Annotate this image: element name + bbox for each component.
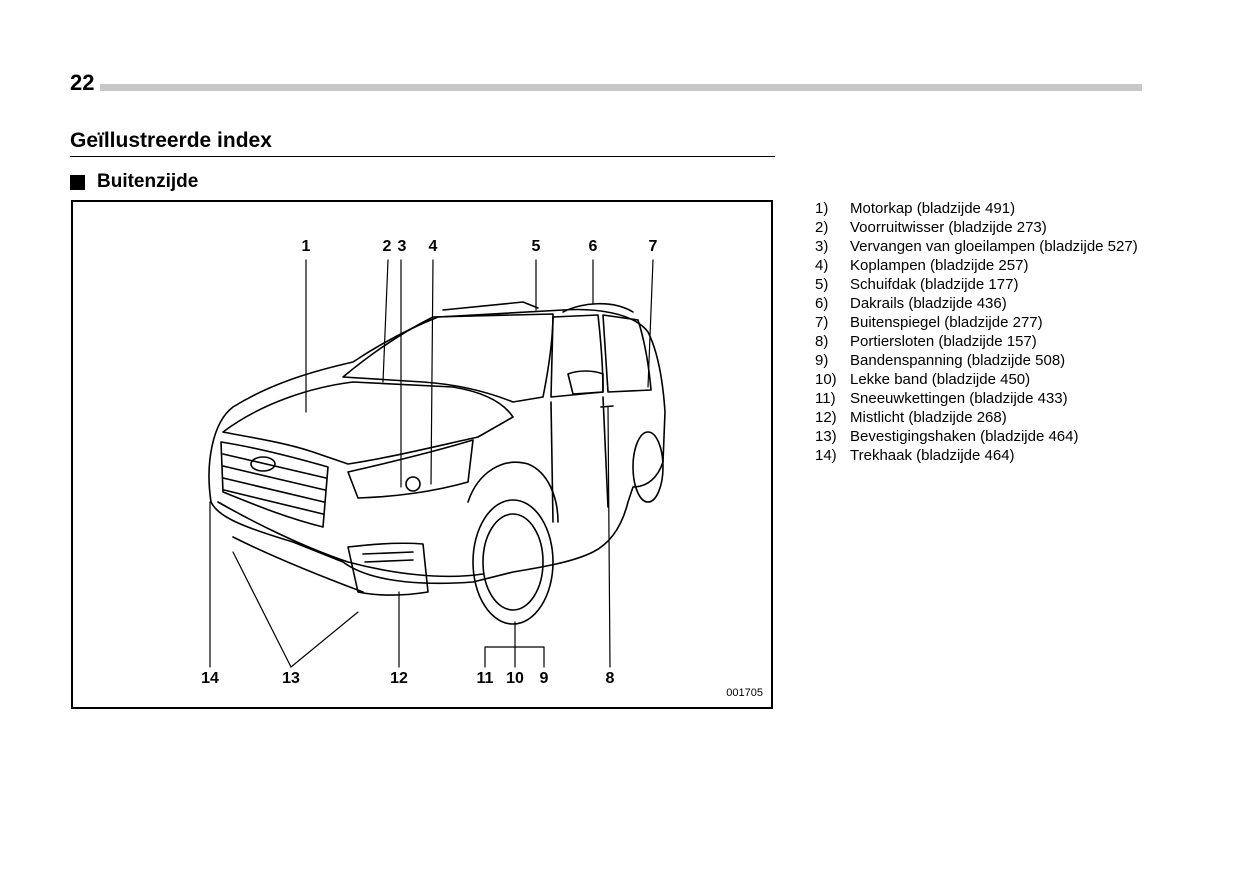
list-item: 13)Bevestigingshaken (bladzijde 464) xyxy=(815,428,1079,445)
list-item: 14)Trekhaak (bladzijde 464) xyxy=(815,447,1015,464)
list-item: 3)Vervangen van gloeilampen (bladzijde 5… xyxy=(815,238,1138,255)
index-list: 1)Motorkap (bladzijde 491) 2)Voorruitwis… xyxy=(815,199,1142,465)
rear-wheel xyxy=(632,431,664,503)
list-item: 5)Schuifdak (bladzijde 177) xyxy=(815,276,1019,293)
logo-emblem xyxy=(250,456,276,472)
car-exterior-figure: 1 2 3 4 5 6 7 14 13 12 11 10 9 8 001705 xyxy=(71,200,773,709)
list-item: 6)Dakrails (bladzijde 436) xyxy=(815,295,1007,312)
list-item: 2)Voorruitwisser (bladzijde 273) xyxy=(815,219,1047,236)
callout-8: 8 xyxy=(605,670,615,687)
callout-2: 2 xyxy=(382,238,392,255)
subsection-title: Buitenzijde xyxy=(97,171,199,192)
page-number: 22 xyxy=(70,70,95,95)
callout-4: 4 xyxy=(428,238,438,255)
list-item: 8)Portiersloten (bladzijde 157) xyxy=(815,333,1037,350)
headlight-outline xyxy=(347,439,474,499)
windshield-outline xyxy=(342,313,554,403)
front-rim xyxy=(482,513,544,611)
list-item: 12)Mistlicht (bladzijde 268) xyxy=(815,409,1007,426)
list-item: 4)Koplampen (bladzijde 257) xyxy=(815,257,1029,274)
fog-light-outline xyxy=(347,542,429,596)
roof-rail-front xyxy=(442,301,539,311)
roof-rail-side xyxy=(562,302,634,313)
figure-code: 001705 xyxy=(726,687,763,699)
bumper-outline xyxy=(217,501,484,593)
callout-7: 7 xyxy=(648,238,658,255)
callout-10: 10 xyxy=(506,670,524,687)
side-mirror xyxy=(567,370,604,395)
callout-13: 13 xyxy=(282,670,300,687)
callout-6: 6 xyxy=(588,238,598,255)
hood-outline xyxy=(222,381,514,465)
callout-9: 9 xyxy=(539,670,549,687)
section-title: Geïllustreerde index xyxy=(70,129,272,152)
header-rule xyxy=(100,84,1142,91)
list-item: 9)Bandenspanning (bladzijde 508) xyxy=(815,352,1066,369)
callout-12: 12 xyxy=(390,670,408,687)
callout-1: 1 xyxy=(301,238,311,255)
square-bullet-icon xyxy=(70,174,85,190)
front-wheel xyxy=(472,499,554,625)
car-illustration xyxy=(208,259,666,668)
callout-3: 3 xyxy=(397,238,407,255)
side-window-rear xyxy=(602,314,652,393)
grille-outline xyxy=(220,441,329,528)
car-body-outline xyxy=(208,308,666,585)
callout-5: 5 xyxy=(531,238,541,255)
subsection-heading: Buitenzijde xyxy=(70,170,198,194)
list-item: 10)Lekke band (bladzijde 450) xyxy=(815,371,1031,388)
callout-11: 11 xyxy=(476,670,494,687)
section-rule xyxy=(70,156,775,157)
list-item: 7)Buitenspiegel (bladzijde 277) xyxy=(815,314,1043,331)
list-item: 11)Sneeuwkettingen (bladzijde 433) xyxy=(815,390,1068,407)
side-window-front xyxy=(550,314,604,398)
callout-14: 14 xyxy=(201,670,219,687)
list-item: 1)Motorkap (bladzijde 491) xyxy=(815,200,1016,217)
